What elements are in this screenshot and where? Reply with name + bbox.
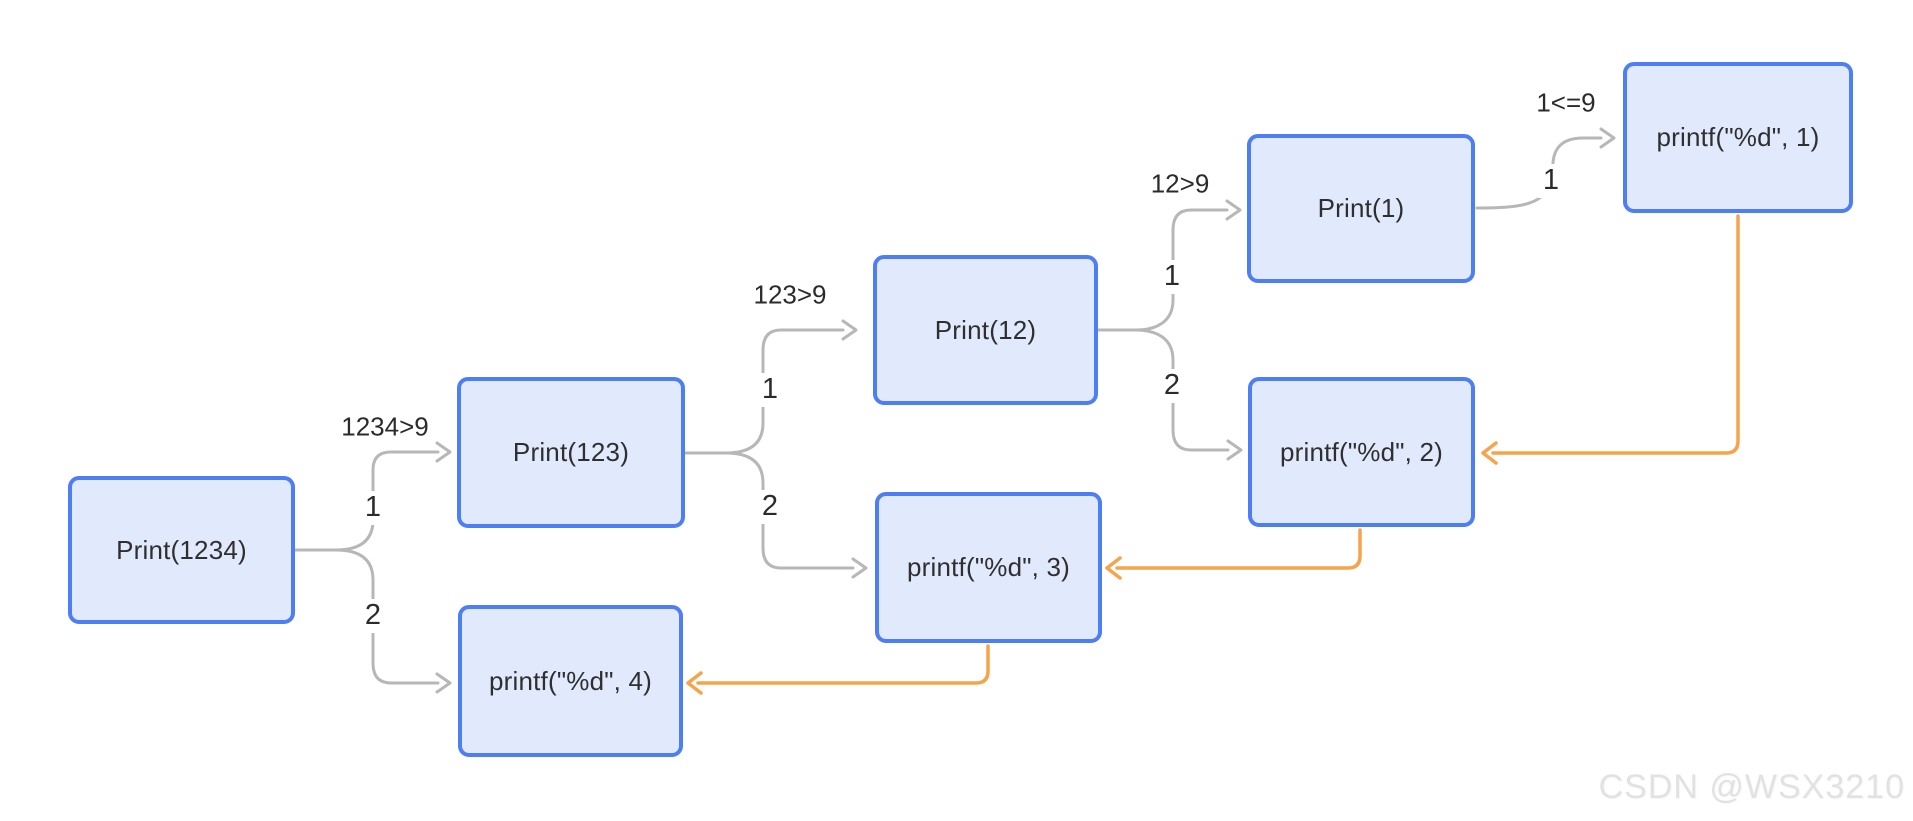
edge-print123-to-printf3 bbox=[724, 451, 855, 570]
edge-value-1: 1 bbox=[1537, 164, 1565, 198]
node-print-123: Print(123) bbox=[457, 377, 685, 528]
node-label: Print(123) bbox=[512, 437, 630, 467]
edge-return-printf1-printf2 bbox=[1491, 214, 1740, 455]
arrowhead-print1 bbox=[1225, 199, 1242, 221]
arrowhead-return-printf3 bbox=[1105, 556, 1122, 580]
edge-print123-to-print12 bbox=[724, 328, 845, 455]
arrowhead-print123 bbox=[435, 441, 452, 463]
node-print-12: Print(12) bbox=[873, 255, 1098, 405]
edge-condition-1-le-9: 1<=9 bbox=[1531, 87, 1601, 119]
edge-branch-123-digit1: 1 bbox=[756, 373, 784, 407]
edge-branch-1234-digit1: 1 bbox=[359, 491, 387, 525]
edge-branch-12-digit2: 2 bbox=[1158, 369, 1186, 403]
edge-print1234-to-printf4 bbox=[334, 548, 440, 685]
node-printf-3: printf("%d", 3) bbox=[875, 492, 1102, 643]
arrowhead-return-printf2 bbox=[1481, 441, 1498, 465]
node-label: printf("%d", 2) bbox=[1279, 436, 1444, 467]
edge-print1-tail bbox=[1475, 193, 1545, 210]
edge-return-printf2-printf3 bbox=[1115, 528, 1362, 570]
node-printf-2: printf("%d", 2) bbox=[1248, 377, 1475, 527]
csdn-watermark: CSDN @WSX3210 bbox=[1598, 768, 1905, 806]
node-print-1: Print(1) bbox=[1247, 134, 1475, 283]
edge-print12-to-print1 bbox=[1134, 208, 1229, 332]
arrowhead-printf2 bbox=[1226, 439, 1243, 461]
node-label: Print(1) bbox=[1317, 193, 1405, 223]
node-printf-1: printf("%d", 1) bbox=[1623, 62, 1853, 213]
node-label: printf("%d", 1) bbox=[1656, 122, 1820, 152]
arrowhead-printf3 bbox=[851, 557, 868, 579]
node-label: printf("%d", 4) bbox=[488, 665, 653, 696]
edge-print12-to-printf2 bbox=[1134, 328, 1230, 452]
edge-print1234-to-print123 bbox=[334, 450, 440, 552]
edge-condition-1234-gt-9: 1234>9 bbox=[336, 411, 434, 443]
edge-branch-12-digit1: 1 bbox=[1158, 260, 1186, 294]
arrowhead-printf1 bbox=[1599, 127, 1616, 149]
node-print-1234: Print(1234) bbox=[68, 476, 295, 624]
node-label: Print(12) bbox=[934, 314, 1037, 345]
edge-branch-123-digit2: 2 bbox=[756, 490, 784, 524]
edge-print1-to-printf1 bbox=[1551, 136, 1603, 172]
arrowhead-print12 bbox=[841, 319, 858, 341]
node-printf-4: printf("%d", 4) bbox=[458, 605, 683, 757]
arrowhead-printf4 bbox=[435, 672, 452, 694]
node-label: printf("%d", 3) bbox=[906, 552, 1071, 582]
edge-branch-1234-digit2: 2 bbox=[359, 599, 387, 633]
edge-condition-12-gt-9: 12>9 bbox=[1145, 168, 1215, 200]
edge-condition-123-gt-9: 123>9 bbox=[748, 279, 832, 311]
node-label: Print(1234) bbox=[116, 534, 247, 565]
arrowhead-return-printf4 bbox=[686, 671, 703, 695]
edge-return-printf3-printf4 bbox=[696, 644, 990, 685]
